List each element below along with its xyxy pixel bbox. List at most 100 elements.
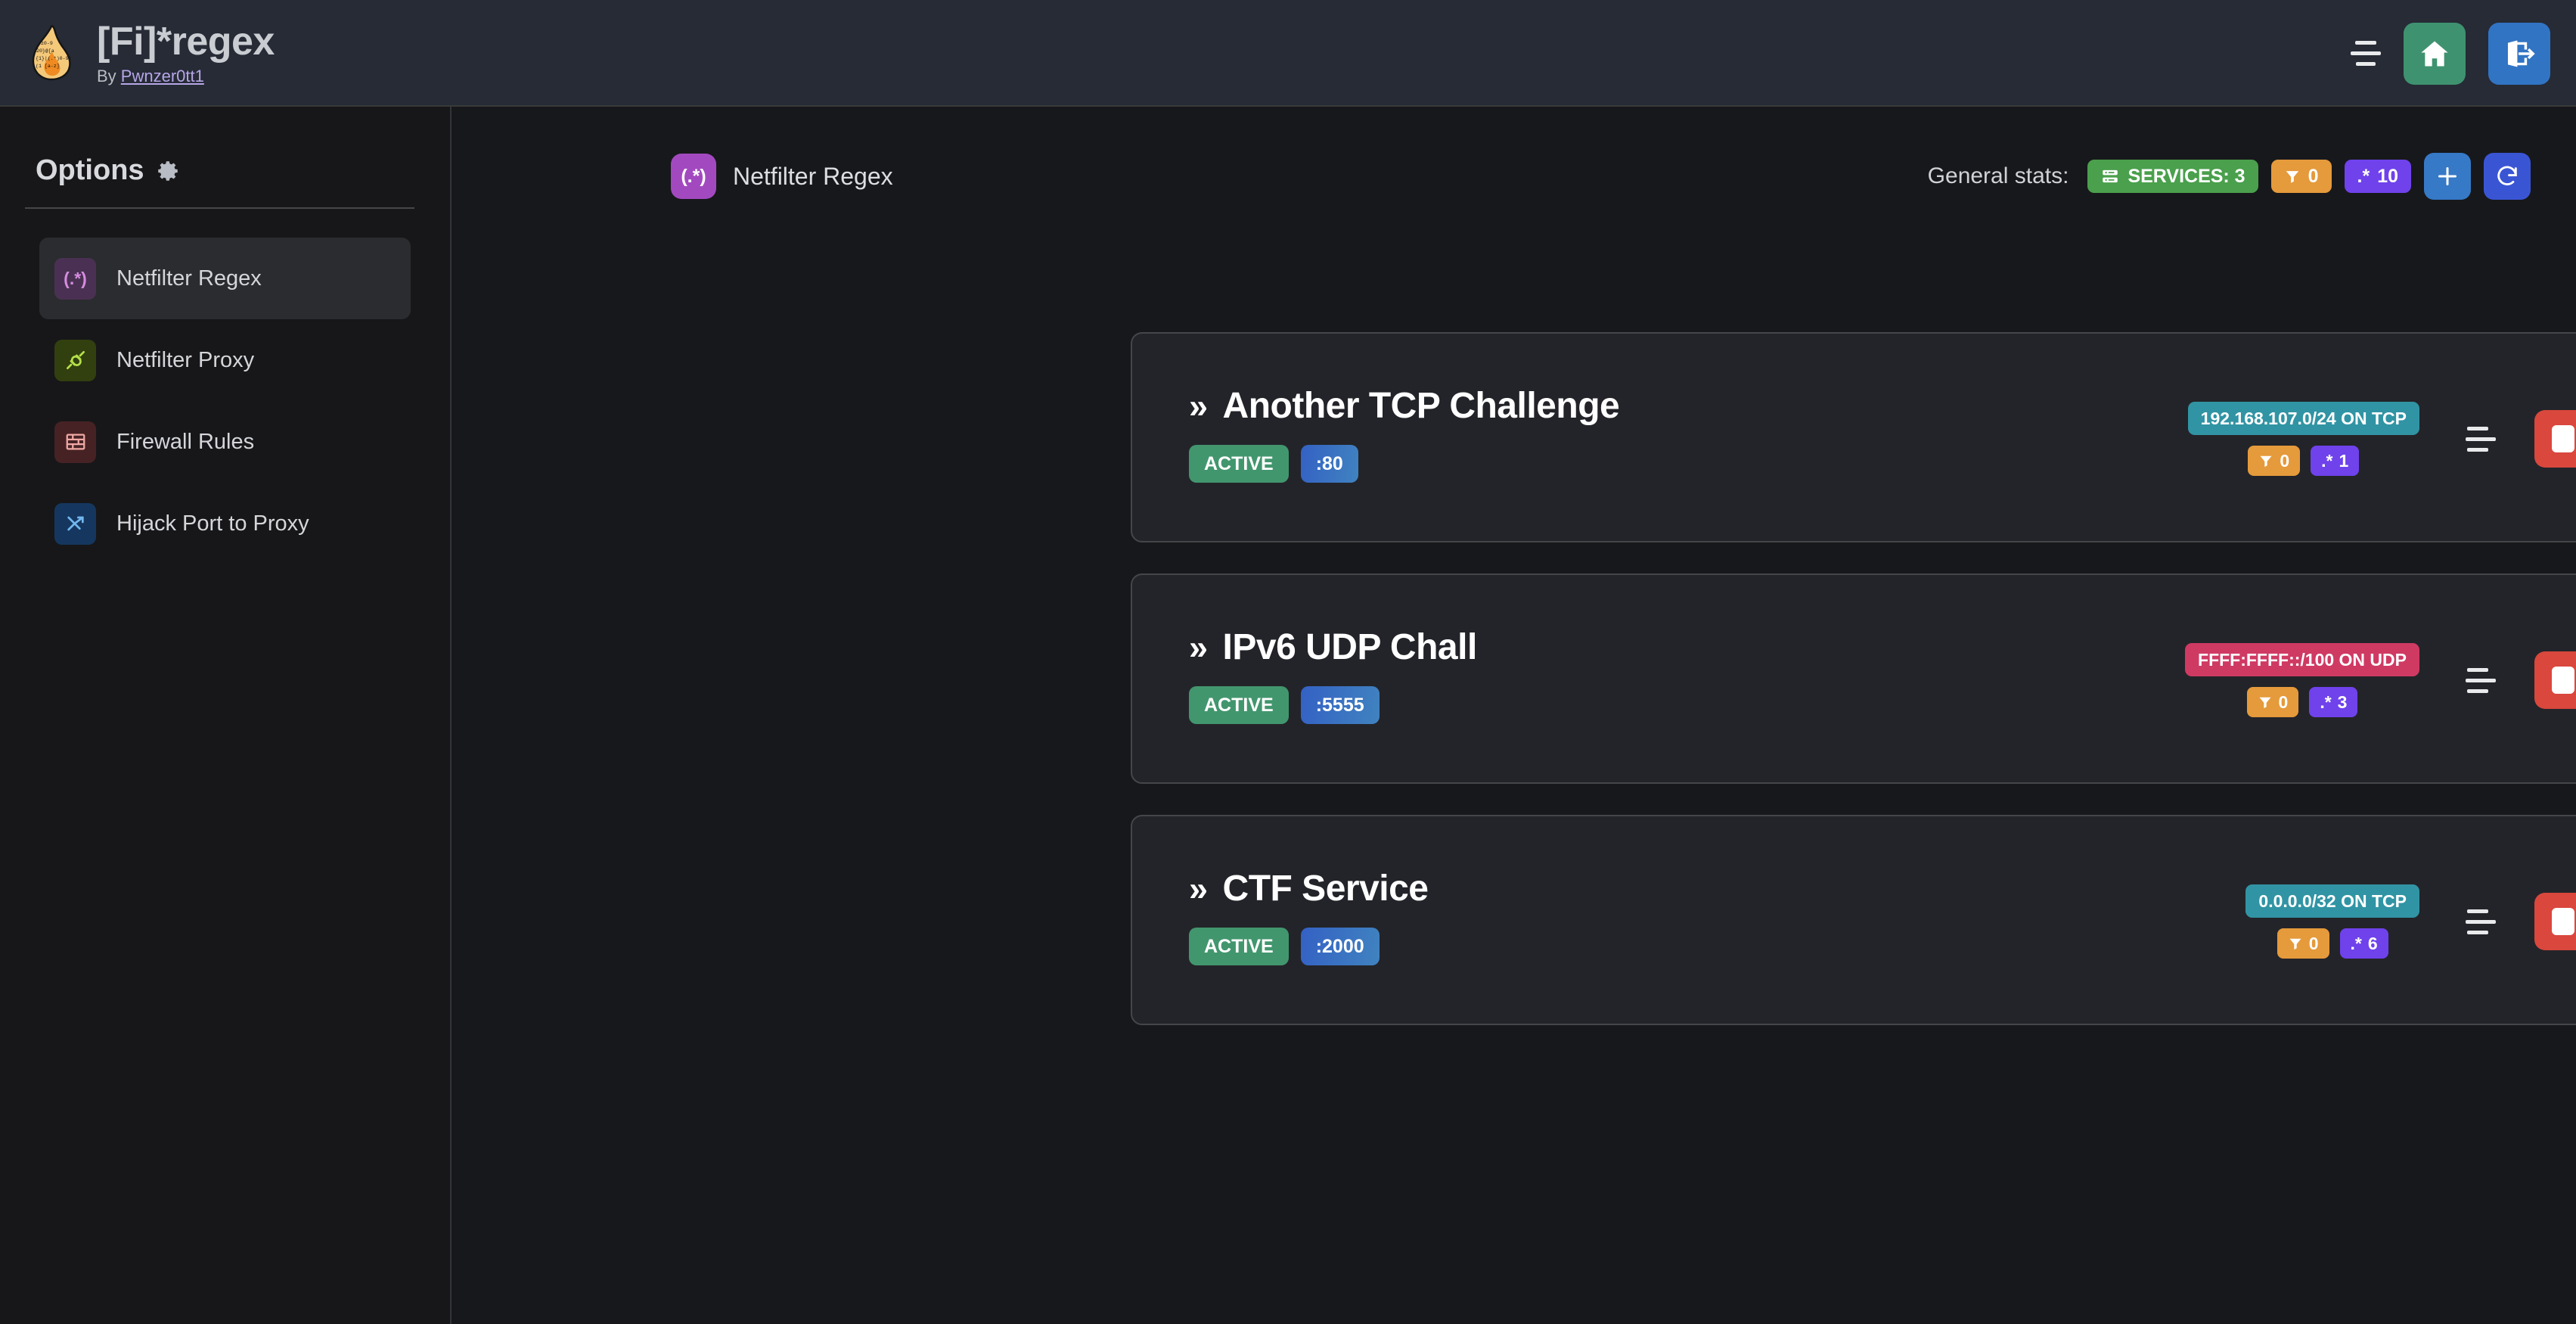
filter-count: 0 [2308, 165, 2319, 187]
logout-icon [2507, 39, 2535, 67]
stop-button[interactable] [2534, 893, 2576, 950]
drag-handle-icon[interactable] [2460, 909, 2501, 934]
stop-button[interactable] [2534, 651, 2576, 709]
double-chevron-icon: » [1189, 627, 1208, 667]
svg-text:20}@[a: 20}@[a [36, 48, 54, 54]
filter-count-badge: 0 [2277, 928, 2329, 959]
double-chevron-icon: » [1189, 386, 1208, 425]
gear-icon [157, 160, 178, 181]
service-card[interactable]: » CTF Service ACTIVE :2000 0.0.0.0/32 ON… [1131, 815, 2576, 1025]
regex-dot-star-icon: .* [2357, 165, 2370, 187]
service-name: Another TCP Challenge [1222, 386, 1620, 426]
service-badges: ACTIVE :5555 [1189, 686, 1477, 724]
regex-count-badge: .* 1 [2311, 446, 2360, 476]
sidebar-item-label: Firewall Rules [116, 429, 255, 454]
service-counters: 0 .* 1 [2248, 446, 2360, 476]
filter-count: 0 [2278, 692, 2289, 712]
refresh-button[interactable] [2484, 153, 2531, 200]
plug-icon [54, 339, 96, 381]
refresh-icon [2497, 166, 2517, 185]
add-service-button[interactable] [2424, 153, 2471, 200]
network-badge: FFFF:FFFF::/100 ON UDP [2185, 643, 2419, 676]
home-button[interactable] [2404, 22, 2466, 85]
sidebar-item-label: Hijack Port to Proxy [116, 511, 309, 536]
regex-count: 6 [2367, 933, 2378, 953]
page-regex-icon-glyph: (.*) [681, 165, 706, 187]
general-stats-label: General stats: [1927, 163, 2069, 188]
network-badge: 192.168.107.0/24 ON TCP [2187, 402, 2419, 435]
service-network-info: 192.168.107.0/24 ON TCP 0 .* 1 [2187, 402, 2419, 476]
service-card-info: » IPv6 UDP Chall ACTIVE :5555 [1189, 626, 1477, 724]
sidebar-item-firewall-rules[interactable]: Firewall Rules [39, 401, 411, 483]
top-bar: -z0-9 20}@[a {1}|(.*)0-9] (1 [a-z] [Fi]*… [0, 0, 2576, 107]
sidebar-item-netfilter-regex[interactable]: (.*) Netfilter Regex [39, 238, 411, 319]
regex-dot-star-icon: .* [2350, 933, 2362, 953]
page-title: Netfilter Regex [733, 162, 893, 190]
sidebar-item-label: Netfilter Proxy [116, 347, 255, 372]
service-counters: 0 .* 3 [2246, 687, 2358, 717]
plus-icon [2438, 167, 2457, 185]
network-badge: 0.0.0.0/32 ON TCP [2245, 884, 2419, 918]
status-badge-filters: 0 [2270, 160, 2332, 193]
service-name: IPv6 UDP Chall [1222, 627, 1478, 667]
service-network-info: 0.0.0.0/32 ON TCP 0 .* 6 [2245, 884, 2419, 959]
sidebar: Options (.*) Netfilter Regex Netfilter P… [0, 107, 452, 1324]
service-counters: 0 .* 6 [2277, 928, 2388, 959]
svg-text:(1 [a-z]: (1 [a-z] [36, 64, 60, 69]
service-badges: ACTIVE :80 [1189, 445, 1619, 483]
author-link[interactable]: Pwnzer0tt1 [120, 66, 204, 85]
port-badge: :80 [1300, 445, 1358, 483]
regex-count-badge: .* 3 [2309, 687, 2358, 717]
service-list: » Another TCP Challenge ACTIVE :80 192.1… [1131, 332, 2576, 1056]
filter-icon [2260, 455, 2272, 468]
service-name: CTF Service [1222, 869, 1429, 909]
service-card-controls: 192.168.107.0/24 ON TCP 0 .* 1 [2187, 334, 2576, 544]
flame-regex-logo: -z0-9 20}@[a {1}|(.*)0-9] (1 [a-z] [26, 24, 77, 81]
regex-icon-glyph: (.*) [64, 268, 87, 288]
status-badge: ACTIVE [1189, 686, 1289, 724]
logout-button[interactable] [2488, 22, 2550, 85]
sidebar-divider [25, 207, 414, 209]
filter-icon [2259, 697, 2271, 709]
filter-count: 0 [2280, 450, 2290, 471]
filter-count-badge: 0 [2246, 687, 2299, 717]
server-icon [2103, 169, 2118, 183]
sidebar-title: Options [36, 154, 144, 186]
regex-dot-star-icon: .* [2321, 450, 2333, 471]
service-card[interactable]: » Another TCP Challenge ACTIVE :80 192.1… [1131, 332, 2576, 542]
regex-count: 3 [2337, 692, 2348, 712]
filter-icon [2289, 938, 2301, 950]
general-stats: General stats: SERVICES: 3 0 [1928, 153, 2531, 200]
service-card-info: » CTF Service ACTIVE :2000 [1189, 868, 1429, 965]
page-regex-icon: (.*) [671, 154, 716, 199]
svg-text:-z0-9: -z0-9 [38, 41, 53, 46]
service-card-controls: 0.0.0.0/32 ON TCP 0 .* 6 [2245, 816, 2576, 1027]
main-content: (.*) Netfilter Regex General stats: SERV… [452, 107, 2576, 1324]
status-badge-services: SERVICES: 3 [2087, 160, 2258, 193]
stop-button[interactable] [2534, 410, 2576, 468]
stop-icon [2552, 425, 2574, 452]
hamburger-icon[interactable] [2345, 39, 2381, 69]
filter-icon [2286, 171, 2298, 183]
stop-icon [2552, 667, 2574, 694]
service-card[interactable]: » IPv6 UDP Chall ACTIVE :5555 FFFF:FFFF:… [1131, 573, 2576, 784]
service-title-row: » IPv6 UDP Chall [1189, 626, 1477, 668]
regex-count: 10 [2377, 165, 2398, 187]
service-card-info: » Another TCP Challenge ACTIVE :80 [1189, 385, 1620, 483]
fork-arrow-icon [54, 502, 96, 545]
sidebar-item-hijack-port-to-proxy[interactable]: Hijack Port to Proxy [39, 483, 411, 564]
services-count-label: SERVICES: 3 [2128, 165, 2245, 187]
port-badge: :2000 [1300, 928, 1380, 965]
filter-count: 0 [2308, 933, 2319, 953]
by-prefix: By [97, 66, 121, 85]
sidebar-item-netfilter-proxy[interactable]: Netfilter Proxy [39, 319, 411, 401]
regex-count-badge: .* 6 [2339, 928, 2388, 959]
status-badge-regexes: .* 10 [2344, 160, 2411, 193]
service-title-row: » CTF Service [1189, 868, 1429, 909]
svg-text:{1}|(.*)0-9]: {1}|(.*)0-9] [36, 56, 71, 61]
drag-handle-icon[interactable] [2460, 426, 2501, 452]
sidebar-item-label: Netfilter Regex [116, 266, 262, 291]
service-card-controls: FFFF:FFFF::/100 ON UDP 0 .* 3 [2185, 575, 2576, 785]
service-network-info: FFFF:FFFF::/100 ON UDP 0 .* 3 [2185, 643, 2419, 717]
drag-handle-icon[interactable] [2460, 667, 2501, 693]
